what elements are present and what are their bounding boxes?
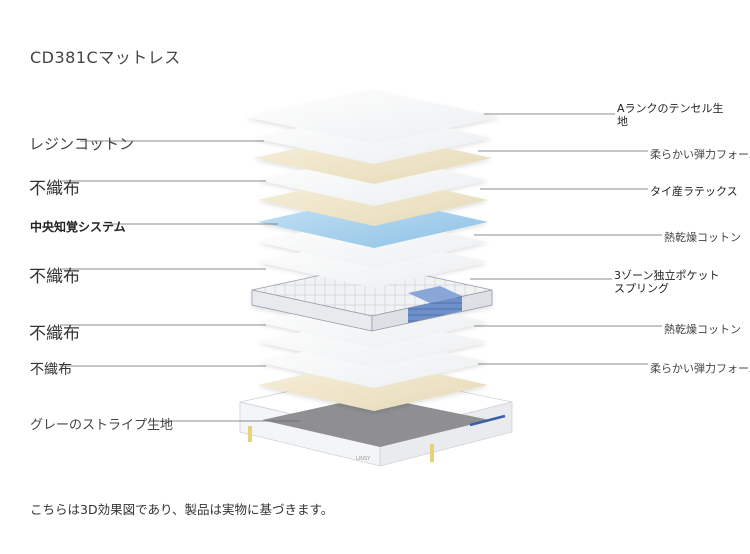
- label-gray-stripe-fabric: グレーのストライプ生地: [30, 418, 174, 433]
- pocket-spring-unit: [251, 263, 493, 332]
- base-brand-mark: LINSY: [356, 456, 371, 462]
- leader-lines: [60, 113, 662, 422]
- label-nonwoven-2: 不織布: [29, 267, 80, 287]
- layer-tencel-fabric: [246, 90, 500, 144]
- page-title: CD381Cマットレス: [30, 48, 181, 67]
- label-nonwoven-1: 不織布: [29, 179, 80, 199]
- label-nonwoven-4: 不織布: [30, 362, 72, 378]
- label-resin-cotton: レジンコットン: [29, 135, 135, 153]
- gray-stripe-fabric: [262, 396, 490, 447]
- label-thai-latex: タイ産ラテックス: [650, 185, 738, 198]
- label-soft-foam-bottom: 柔らかい弾力フォーム: [650, 362, 750, 375]
- footnote: こちらは3D効果図であり、製品は実物に基づきます。: [30, 502, 334, 517]
- label-dry-cotton-1: 熱乾燥コットン: [664, 231, 741, 244]
- label-central-perception: 中央知覚システム: [30, 220, 126, 234]
- label-tencel-fabric: Aランクのテンセル生地: [617, 102, 724, 128]
- label-pocket-spring: 3ゾーン独立ポケットスプリング: [614, 269, 720, 295]
- label-nonwoven-3: 不織布: [29, 324, 80, 344]
- label-dry-cotton-2: 熱乾燥コットン: [664, 323, 741, 336]
- label-soft-foam-top: 柔らかい弾力フォーム: [650, 148, 750, 161]
